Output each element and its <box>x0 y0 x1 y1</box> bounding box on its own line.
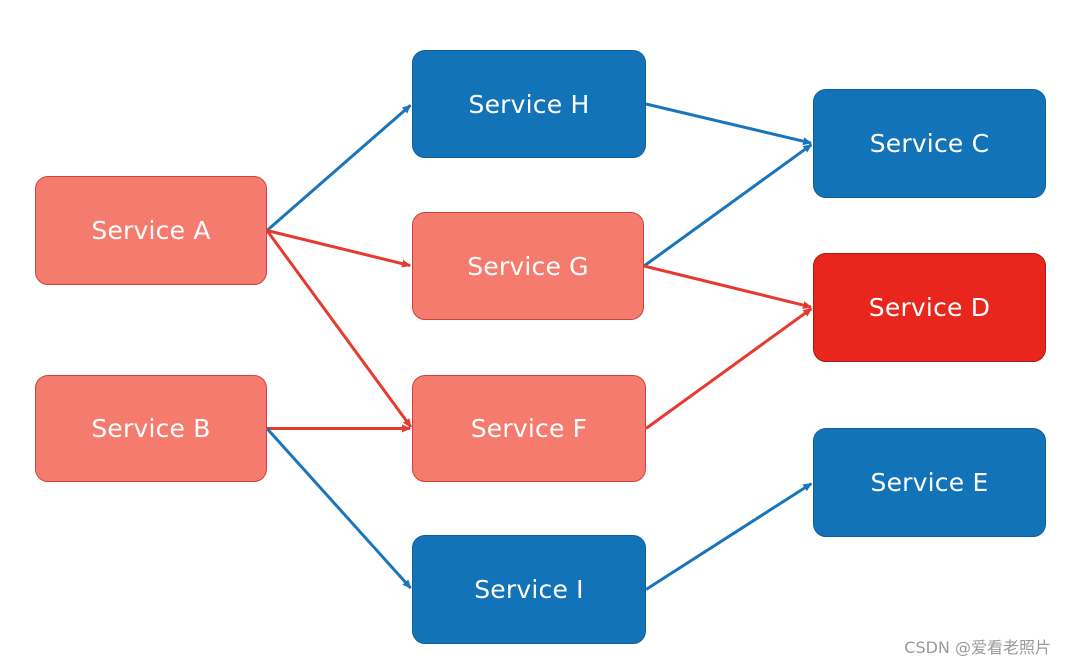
edge-a-to-g <box>266 229 412 268</box>
edge-a-to-f <box>265 229 413 428</box>
node-service-a: Service A <box>35 176 267 285</box>
edge-a-to-h <box>266 104 412 232</box>
node-service-f: Service F <box>412 375 646 482</box>
node-service-e: Service E <box>813 428 1046 537</box>
edge-g-to-d <box>643 264 813 309</box>
edge-b-to-i <box>265 427 412 590</box>
edge-i-to-e <box>645 482 813 591</box>
node-service-h: Service H <box>412 50 646 158</box>
edge-f-to-d <box>645 307 813 430</box>
node-service-i: Service I <box>412 535 646 644</box>
edge-h-to-c <box>645 102 813 146</box>
node-service-b: Service B <box>35 375 267 482</box>
edges-group <box>265 102 813 591</box>
watermark: CSDN @爱看老照片 <box>904 638 1051 657</box>
node-service-d: Service D <box>813 253 1046 362</box>
node-service-g: Service G <box>412 212 644 320</box>
node-service-c: Service C <box>813 89 1046 198</box>
edge-g-to-c <box>643 143 813 268</box>
